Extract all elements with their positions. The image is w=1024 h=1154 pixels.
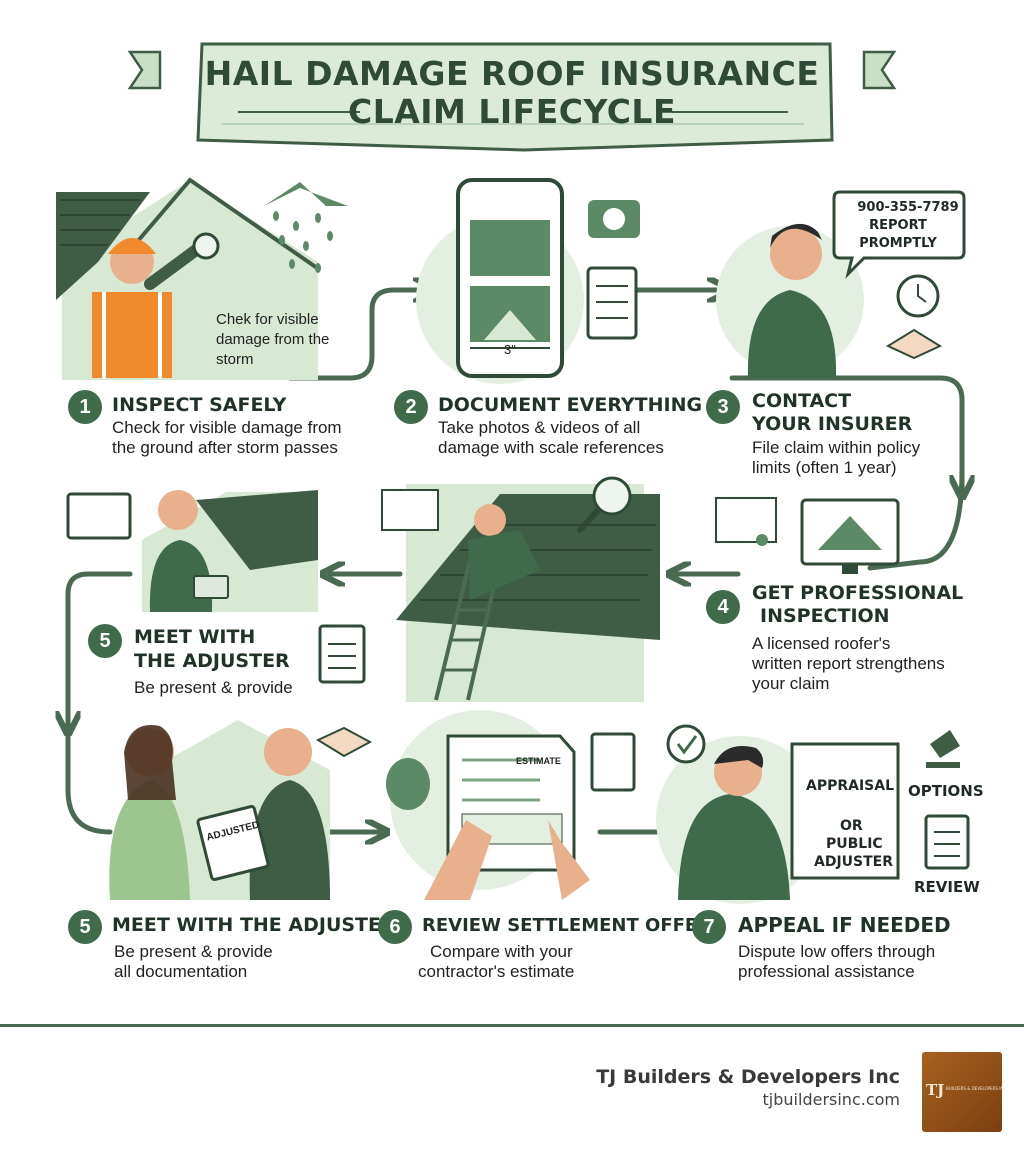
public-label: PUBLIC	[826, 836, 883, 852]
step4-desc-3: your claim	[752, 674, 830, 693]
step4-heading-2: INSPECTION	[760, 605, 890, 627]
adjuster-tablet-illustration	[66, 490, 366, 684]
step2-number-badge: 2	[394, 390, 428, 424]
company-name: TJ Builders & Developers Inc	[596, 1066, 900, 1088]
step5b-heading: MEET WITH THE ADJUSTER	[112, 914, 396, 936]
step4-heading-1: GET PROFESSIONAL	[752, 582, 964, 604]
step1-desc-1: Check for visible damage from	[112, 418, 342, 437]
step2-heading: DOCUMENT EVERYTHING	[438, 394, 703, 416]
step6-heading: REVIEW SETTLEMENT OFFER	[422, 915, 712, 936]
step5a-desc-1: Be present & provide	[134, 678, 293, 697]
title-line-1: HAIL DAMAGE ROOF INSURANCE	[204, 54, 820, 93]
step5a-number-badge: 5	[88, 624, 122, 658]
step2-desc-1: Take photos & videos of all	[438, 418, 641, 437]
logo-monogram: TJ	[926, 1081, 945, 1099]
step5b-desc-2: all documentation	[114, 962, 248, 981]
step4-desc-2: written report strengthens	[752, 654, 945, 673]
company-logo: TJ BUILDERS & DEVELOPERS INC.	[922, 1052, 1008, 1132]
phone-illustration	[416, 178, 640, 384]
footer-divider	[0, 1024, 1024, 1027]
step1-heading: INSPECT SAFELY	[112, 394, 287, 416]
step1-desc-2: the ground after storm passes	[112, 438, 338, 457]
review-label: REVIEW	[914, 878, 980, 896]
step5b-number-badge: 5	[68, 910, 102, 944]
step3-number-badge: 3	[706, 390, 740, 424]
title-line-2: CLAIM LIFECYCLE	[347, 92, 676, 131]
footer-brand: TJ Builders & Developers Inc tjbuildersi…	[596, 1066, 900, 1109]
scale-label: 3"	[504, 342, 516, 357]
call-illustration	[716, 190, 966, 378]
step1-number-badge: 1	[68, 390, 102, 424]
title-banner: HAIL DAMAGE ROOF INSURANCE CLAIM LIFECYC…	[150, 36, 874, 158]
step3-heading-1: CONTACT	[752, 390, 852, 412]
step3-desc-1: File claim within policy	[752, 438, 921, 457]
step1-caption-3: storm	[216, 351, 254, 368]
step6-number-badge: 6	[378, 910, 412, 944]
step7-number-badge: 7	[692, 910, 726, 944]
options-label: OPTIONS	[908, 782, 984, 800]
step3-desc-2: limits (often 1 year)	[752, 458, 897, 477]
phone-number-bubble: 900-355-7789	[857, 200, 959, 215]
estimate-doc-label: ESTIMATE	[516, 756, 561, 766]
step4-number-badge: 4	[706, 590, 740, 624]
flow-connectors	[68, 290, 962, 832]
logo-subtitle: BUILDERS & DEVELOPERS INC.	[946, 1086, 1008, 1091]
report-bubble: REPORT	[869, 218, 927, 233]
or-label: OR	[840, 818, 863, 834]
step3-heading-2: YOUR INSURER	[752, 413, 913, 435]
step6-desc-1: Compare with your	[430, 942, 573, 961]
appeal-illustration	[656, 724, 970, 904]
step7-desc-1: Dispute low offers through	[738, 942, 936, 961]
inspector-illustration	[56, 177, 348, 380]
step5a-heading-2: THE ADJUSTER	[134, 650, 290, 672]
adjuster-label: ADJUSTER	[814, 854, 894, 870]
step7-heading: APPEAL IF NEEDED	[738, 913, 951, 937]
handshake-illustration	[109, 720, 373, 900]
step6-desc-2: contractor's estimate	[418, 962, 575, 981]
promptly-bubble: PROMPTLY	[859, 236, 937, 251]
appraisal-label: APPRAISAL	[806, 778, 895, 794]
step1-caption-1: Chek for visible	[216, 311, 319, 328]
roofer-illustration	[381, 476, 900, 702]
step4-desc-1: A licensed roofer's	[752, 634, 891, 653]
estimate-illustration	[386, 710, 636, 900]
step1-caption-2: damage from the	[216, 331, 330, 348]
step7-desc-2: professional assistance	[738, 962, 915, 981]
company-url[interactable]: tjbuildersinc.com	[762, 1090, 900, 1109]
step5a-heading-1: MEET WITH	[134, 626, 256, 648]
step5b-desc-1: Be present & provide	[114, 942, 273, 961]
title-banner	[127, 42, 897, 152]
step2-desc-2: damage with scale references	[438, 438, 664, 457]
